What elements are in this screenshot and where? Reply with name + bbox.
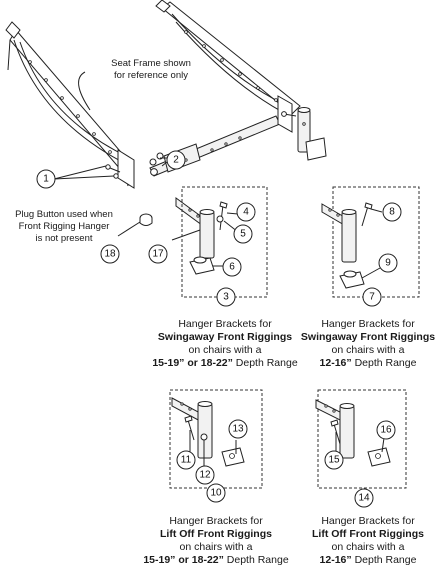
caption-lift-1522-line2: Lift Off Front Riggings [160,528,272,540]
caption-swing-1216-line1: Hanger Brackets for [321,318,415,330]
lift-1522-parts [171,397,245,467]
callout-9-label: 9 [385,258,391,269]
seat-frame [5,0,327,189]
caption-swing-1522-line3: on chairs with a [188,344,262,356]
plug-note-line1: Plug Button used when [15,209,113,220]
seat-frame-note-line1: Seat Frame shown [111,58,191,69]
callout-6: 6 [222,257,242,277]
callout-14-label: 14 [358,493,370,504]
caption-swing-1522: Hanger Brackets for Swingaway Front Rigg… [140,318,310,370]
callout-5: 5 [233,224,253,244]
plug-note-line2: Front Rigging Hanger [18,221,110,232]
callout-16-label: 16 [380,425,392,436]
callout-4: 4 [236,202,256,222]
caption-lift-1522: Hanger Brackets for Lift Off Front Riggi… [136,515,296,567]
callout-8: 8 [382,202,402,222]
caption-swing-1522-depth: Depth Range [232,357,298,369]
callout-12: 12 [195,465,215,485]
seat-frame-note-line2: for reference only [114,70,188,81]
callout-1: 1 [36,169,56,189]
callout-15: 15 [324,450,344,470]
caption-swing-1522-range: 15-19” or 18-22” [152,357,233,369]
swing-1216-parts [321,202,383,289]
callout-5-label: 5 [240,229,246,240]
caption-lift-1522-depth: Depth Range [223,554,289,566]
callout-3-label: 3 [223,292,229,303]
callout-7-label: 7 [369,292,375,303]
callout-3: 3 [216,287,236,307]
callout-17-label: 17 [152,249,164,260]
plug-note-line3: is not present [35,233,93,244]
callout-17: 17 [148,244,168,264]
callout-13: 13 [228,419,248,439]
box-swing-1216 [332,186,420,298]
caption-swing-1216: Hanger Brackets for Swingaway Front Rigg… [296,318,440,370]
callout-10-label: 10 [210,488,222,499]
callout-6-label: 6 [229,262,235,273]
callout-2-label: 2 [173,155,179,166]
callout-12-label: 12 [199,470,211,481]
callout-10: 10 [206,483,226,503]
main-hanger-bracket [171,197,215,259]
callout-8-label: 8 [389,207,395,218]
callout-14: 14 [354,488,374,508]
seat-frame-note: Seat Frame shown for reference only [96,58,206,82]
box-lift-1216 [317,389,407,489]
callout-18-label: 18 [104,249,116,260]
callout-2: 2 [166,150,186,170]
callout-11: 11 [176,450,196,470]
rail-holes [28,30,278,154]
callout-1-label: 1 [43,174,49,185]
callout-9: 9 [378,253,398,273]
caption-lift-1216: Hanger Brackets for Lift Off Front Riggi… [296,515,440,567]
callout-16: 16 [376,420,396,440]
caption-lift-1216-line1: Hanger Brackets for [321,515,415,527]
caption-swing-1216-range: 12-16” [319,357,352,369]
callout-18: 18 [100,244,120,264]
caption-lift-1216-line2: Lift Off Front Riggings [312,528,424,540]
caption-swing-1522-line2: Swingaway Front Riggings [157,331,293,343]
caption-swing-1216-line2: Swingaway Front Riggings [300,331,436,343]
caption-lift-1216-line3: on chairs with a [331,541,405,553]
caption-lift-1522-range: 15-19” or 18-22” [143,554,224,566]
caption-swing-1522-line1: Hanger Brackets for [178,318,272,330]
caption-lift-1522-line3: on chairs with a [179,541,253,553]
caption-lift-1216-depth: Depth Range [351,554,417,566]
caption-lift-1216-range: 12-16” [319,554,352,566]
lift-1216-parts [315,399,391,467]
callout-11-label: 11 [181,455,192,466]
caption-swing-1216-depth: Depth Range [351,357,417,369]
caption-lift-1522-line1: Hanger Brackets for [169,515,263,527]
plug-button [139,213,153,226]
callout-7: 7 [362,287,382,307]
callout-4-label: 4 [243,207,249,218]
callout-15-label: 15 [328,455,340,466]
plug-button-note: Plug Button used when Front Rigging Hang… [0,209,128,245]
callout-13-label: 13 [232,424,244,435]
caption-swing-1216-line3: on chairs with a [331,344,405,356]
